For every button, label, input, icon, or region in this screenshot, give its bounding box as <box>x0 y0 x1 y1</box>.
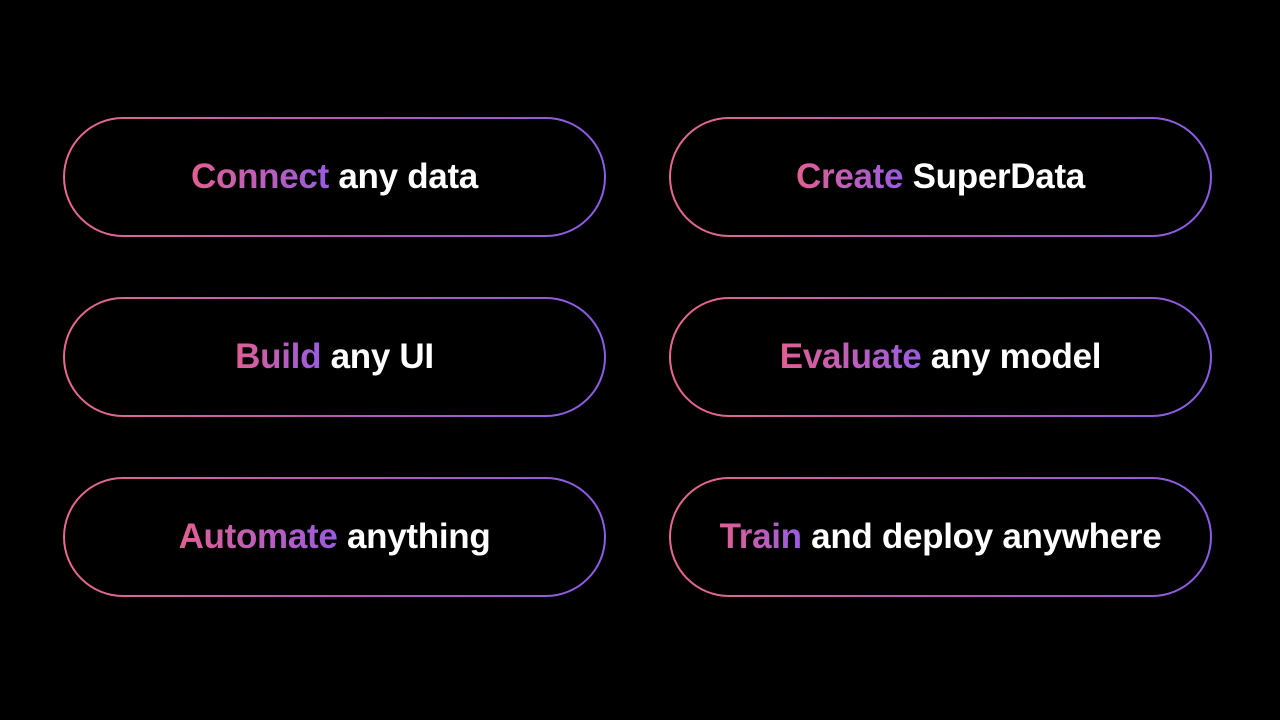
pill-rest-text: any data <box>328 157 478 196</box>
feature-pill-grid: Connect any data Create SuperData Build … <box>63 117 1212 597</box>
pill-highlight-word: Train <box>719 517 802 556</box>
pill-automate-anything[interactable]: Automate anything <box>63 477 606 597</box>
pill-rest-text: any UI <box>321 337 435 376</box>
pill-highlight-word: Build <box>235 337 322 376</box>
pill-rest-text: any model <box>921 337 1102 376</box>
pill-rest-text: SuperData <box>903 157 1086 196</box>
pill-train-and-deploy-anywhere[interactable]: Train and deploy anywhere <box>669 477 1212 597</box>
pill-build-any-ui[interactable]: Build any UI <box>63 297 606 417</box>
pill-highlight-word: Create <box>796 157 904 196</box>
pill-rest-text: and deploy anywhere <box>801 517 1162 556</box>
pill-evaluate-any-model[interactable]: Evaluate any model <box>669 297 1212 417</box>
pill-connect-any-data[interactable]: Connect any data <box>63 117 606 237</box>
pill-highlight-word: Connect <box>191 157 329 196</box>
pill-rest-text: anything <box>337 517 491 556</box>
pill-highlight-word: Evaluate <box>779 337 922 376</box>
pill-create-superdata[interactable]: Create SuperData <box>669 117 1212 237</box>
pill-highlight-word: Automate <box>178 517 338 556</box>
